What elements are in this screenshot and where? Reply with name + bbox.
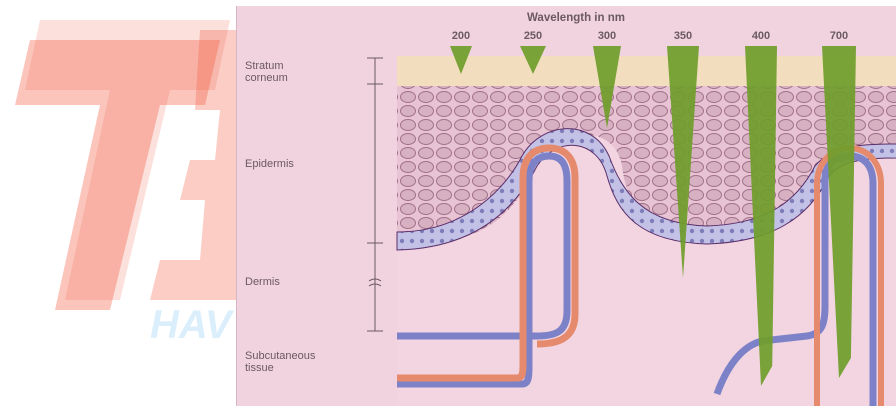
wavelength-label-250: 250 <box>513 30 553 42</box>
layer-boundary-guides <box>367 58 383 331</box>
label-dermis: Dermis <box>245 276 280 288</box>
wavelength-label-700: 700 <box>819 30 859 42</box>
watermark-te-letters <box>15 20 236 310</box>
stratum-corneum-layer <box>397 56 896 86</box>
watermark-tagline: HAV <box>150 303 235 347</box>
skin-uv-penetration-diagram: Wavelength in nm 200 250 300 350 400 700 Stra… <box>236 6 896 406</box>
wavelength-label-300: 300 <box>587 30 627 42</box>
wavelength-label-200: 200 <box>441 30 481 42</box>
wavelength-label-400: 400 <box>741 30 781 42</box>
label-stratum-corneum: Stratum corneum <box>245 60 288 84</box>
wavelength-label-350: 350 <box>663 30 703 42</box>
wavelength-axis-title: Wavelength in nm <box>527 12 625 24</box>
label-subcutaneous-tissue: Subcutaneous tissue <box>245 350 315 374</box>
skin-cross-section <box>237 6 896 406</box>
label-epidermis: Epidermis <box>245 158 294 170</box>
